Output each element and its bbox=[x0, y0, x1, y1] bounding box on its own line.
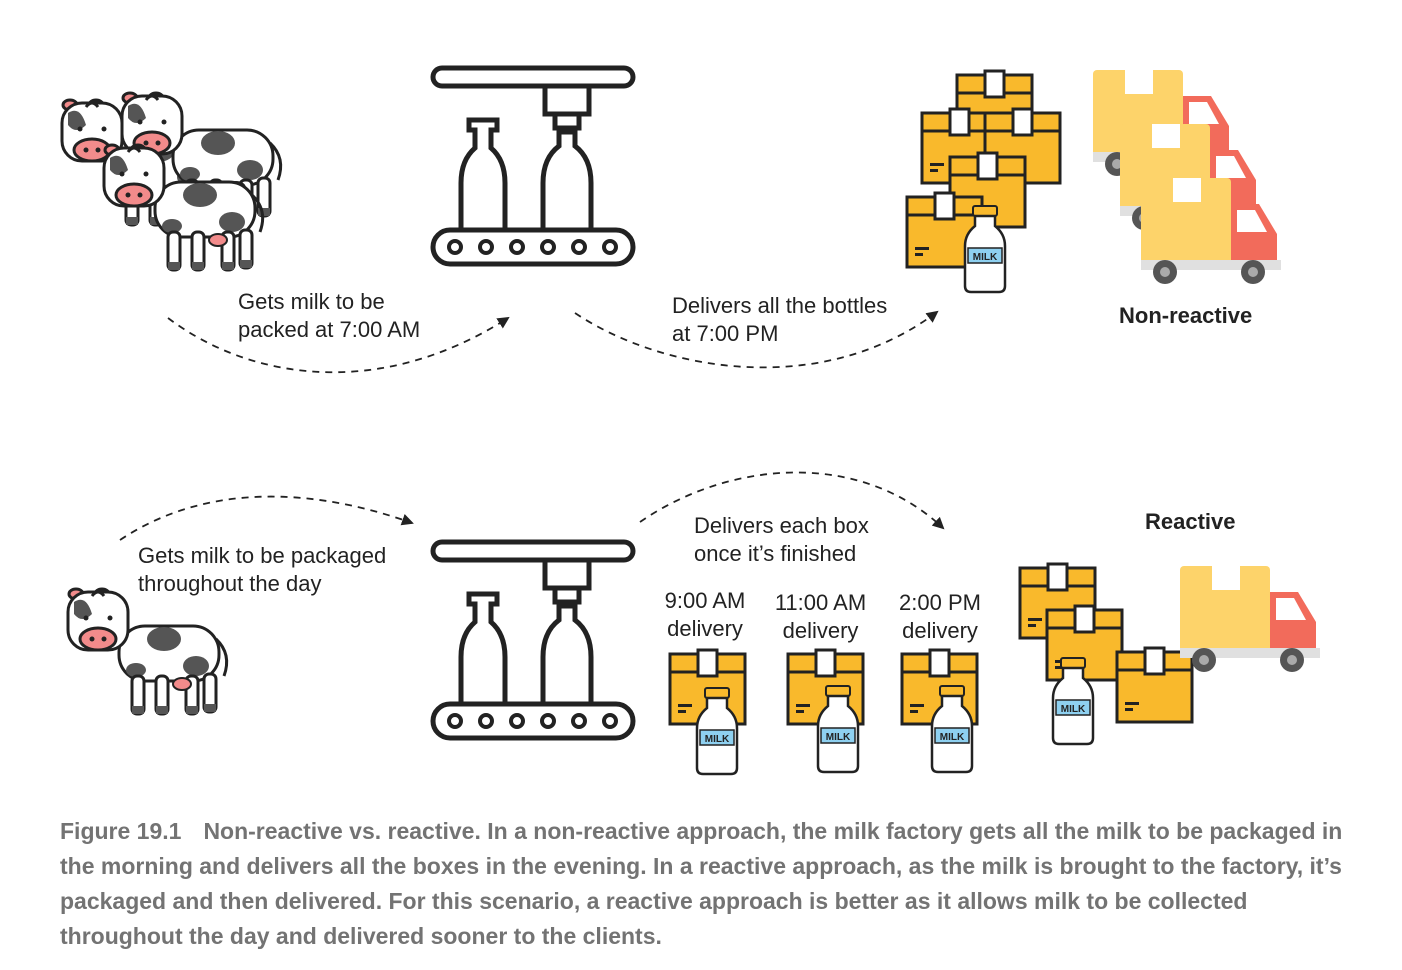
label-bottom-deliver: Delivers each box once it’s finished bbox=[694, 512, 869, 568]
label-line: at 7:00 PM bbox=[672, 321, 779, 346]
arrow-factory-to-trucks bbox=[574, 310, 939, 369]
milk-label: MILK bbox=[1061, 704, 1086, 715]
cow-icon bbox=[66, 587, 229, 716]
delivery-word: delivery bbox=[782, 618, 859, 643]
milk-bottle-icon: MILK bbox=[1051, 656, 1095, 746]
factory-icon bbox=[433, 542, 633, 738]
milk-bottle-icon: MILK bbox=[816, 684, 860, 774]
label-bottom-pack: Gets milk to be packaged throughout the … bbox=[138, 542, 386, 598]
delivery-time: 11:00 AM bbox=[774, 590, 867, 615]
milk-bottle-icon: MILK bbox=[963, 204, 1007, 294]
diagram: MILK MILK MILK MILK bbox=[60, 0, 1320, 776]
box-icon bbox=[1045, 604, 1124, 682]
label-line: Delivers all the bottles bbox=[672, 293, 888, 318]
truck-icon bbox=[1141, 178, 1281, 284]
delivery-package-1: MILK bbox=[668, 648, 747, 776]
label-top-deliver: Delivers all the bottles at 7:00 PM bbox=[672, 292, 887, 348]
label-top-pack: Gets milk to be packed at 7:00 AM bbox=[238, 288, 420, 344]
milk-label: MILK bbox=[826, 732, 851, 743]
delivery-word: delivery bbox=[667, 616, 743, 641]
heading-non-reactive: Non-reactive bbox=[1119, 303, 1253, 328]
milk-label: MILK bbox=[940, 732, 965, 743]
label-line: packed at 7:00 AM bbox=[238, 317, 421, 342]
label-line: Delivers each box bbox=[694, 513, 869, 538]
delivery-time: 9:00 AM bbox=[664, 588, 746, 613]
truck-icon bbox=[1180, 566, 1320, 672]
delivery-package-2: MILK bbox=[786, 648, 865, 774]
arrow-milk-to-factory bbox=[167, 316, 510, 374]
milk-label: MILK bbox=[705, 734, 730, 745]
label-line: once it’s finished bbox=[694, 541, 857, 566]
caption-text: Non-reactive vs. reactive. In a non-reac… bbox=[60, 818, 1343, 949]
truck-fleet bbox=[1093, 70, 1281, 284]
label-line: Gets milk to be packaged bbox=[138, 543, 387, 568]
arrow-factory-to-trucks bbox=[639, 471, 945, 530]
delivery-time: 2:00 PM bbox=[899, 590, 981, 615]
milk-bottle-icon: MILK bbox=[695, 686, 739, 776]
delivery-label-3: 2:00 PM delivery bbox=[885, 589, 995, 645]
milk-bottle-icon: MILK bbox=[930, 684, 974, 774]
milk-label: MILK bbox=[973, 252, 998, 263]
label-line: throughout the day bbox=[138, 571, 322, 596]
arrow-milk-to-factory bbox=[119, 495, 414, 541]
delivery-package-3: MILK bbox=[900, 648, 979, 774]
delivery-label-2: 11:00 AM delivery bbox=[763, 589, 878, 645]
label-line: Gets milk to be bbox=[238, 289, 385, 314]
box-icon bbox=[1115, 646, 1194, 724]
box-stack: MILK bbox=[905, 69, 1062, 294]
reactive-box-stack: MILK bbox=[1018, 562, 1194, 746]
delivery-word: delivery bbox=[902, 618, 978, 643]
heading-reactive: Reactive bbox=[1145, 509, 1236, 534]
cow-herd bbox=[60, 91, 283, 272]
delivery-label-1: 9:00 AM delivery bbox=[650, 587, 760, 643]
figure-number: Figure 19.1 bbox=[60, 818, 182, 844]
factory-icon bbox=[433, 68, 633, 264]
